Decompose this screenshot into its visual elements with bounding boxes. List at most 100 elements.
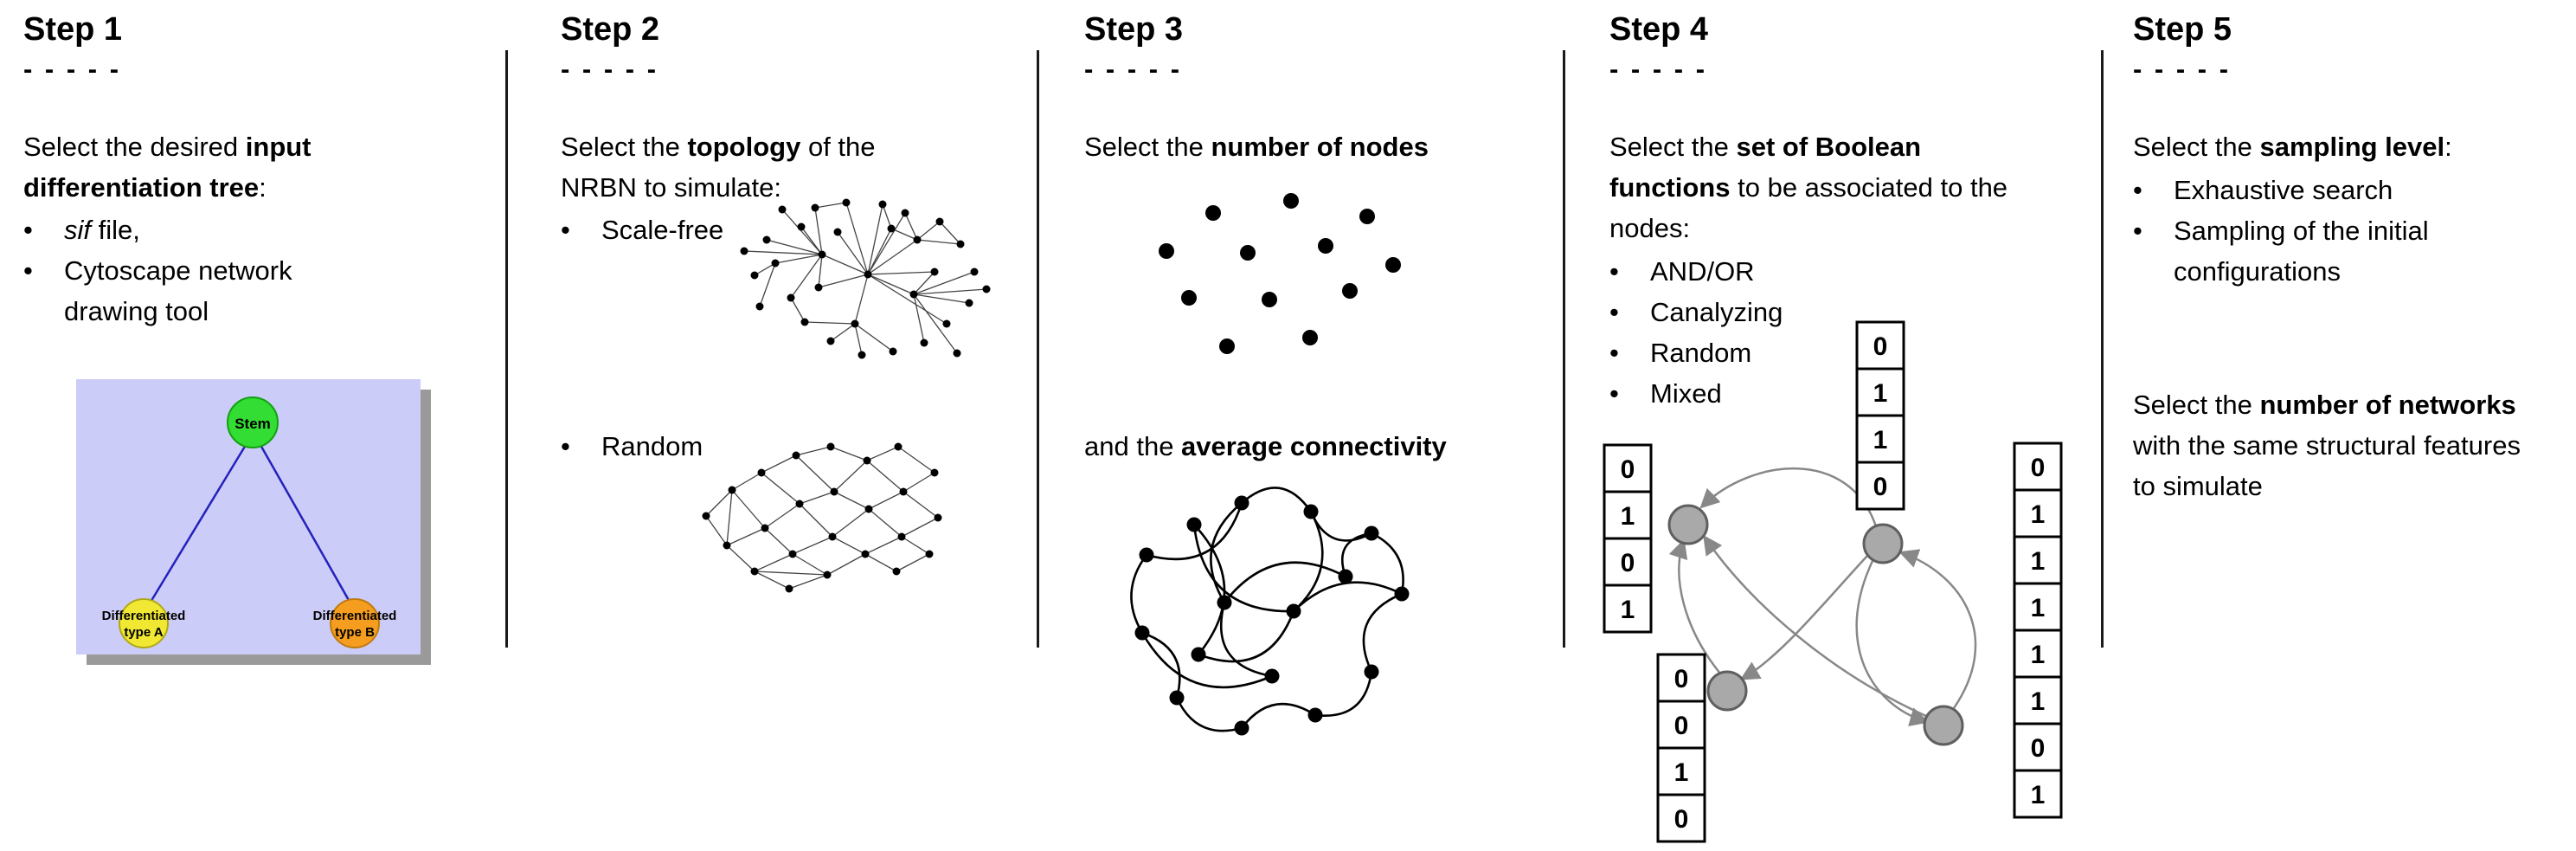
- bullet-item-exhaustive-search: • Exhaustive search: [2133, 170, 2540, 210]
- bullet-item-canalyzing: • Canalyzing: [1609, 292, 2033, 332]
- scatter-dot: [1219, 338, 1235, 354]
- bullet-text: Random: [1650, 338, 1752, 368]
- network-edge: [759, 262, 776, 307]
- tangle-node: [1303, 504, 1319, 519]
- tangle-node: [1364, 525, 1379, 541]
- network-edge: [896, 553, 930, 572]
- truth-table-cell-box: [2013, 488, 2063, 538]
- step-4-title: Step 4: [1609, 11, 1709, 48]
- text-segment: file,: [91, 215, 140, 245]
- truth-table-cell-value: 1: [1674, 758, 1689, 787]
- bullet-text: Scale-free: [601, 215, 724, 245]
- network-node: [965, 299, 973, 307]
- arrow-b-to-a: [1699, 467, 1878, 527]
- network-node: [761, 524, 769, 532]
- scale-free-network: [740, 198, 991, 359]
- network-edge: [845, 202, 869, 275]
- bullet-text: Sampling of the initial configurations: [2174, 216, 2429, 287]
- network-edge: [764, 503, 800, 529]
- truth-table-cell-value: 0: [1674, 712, 1689, 740]
- text-segment-bold: number of networks: [2259, 390, 2516, 420]
- network-node: [982, 285, 991, 293]
- network-node: [728, 486, 736, 494]
- network-edge: [903, 491, 939, 519]
- network-edge: [766, 239, 823, 255]
- scatter-dot: [1205, 205, 1221, 221]
- tangle-edge: [1140, 632, 1273, 689]
- network-edge: [866, 446, 899, 461]
- text-segment: :: [2444, 132, 2452, 162]
- network-edge: [916, 239, 961, 245]
- network-node: [861, 550, 870, 558]
- boolean-network-nodes: [1667, 504, 1964, 746]
- network-node: [792, 451, 800, 460]
- network-edge: [867, 212, 906, 275]
- network-edge: [814, 207, 823, 255]
- column-divider-1: [505, 50, 508, 648]
- arrow-b-to-c: [1739, 555, 1868, 680]
- network-edge: [916, 221, 941, 241]
- bullet-item-sampling-initial-configurations: • Sampling of the initial configurations: [2133, 210, 2540, 292]
- tangle-node: [1394, 586, 1410, 602]
- network-node: [956, 240, 965, 248]
- step-2-title: Step 2: [561, 11, 660, 48]
- network-edge: [867, 271, 935, 275]
- tangle-edge: [1130, 554, 1148, 634]
- tangle-node: [1217, 595, 1232, 610]
- truth-table-cell-box: [1656, 653, 1706, 703]
- step-1-title: Step 1: [23, 11, 123, 48]
- network-node: [788, 550, 797, 558]
- text-segment-bold: average connectivity: [1181, 431, 1447, 461]
- bullet-item-and-or: • AND/OR: [1609, 251, 2033, 292]
- node-scatter-figure: [1159, 193, 1401, 354]
- network-edge: [939, 221, 961, 245]
- tangle-edge: [1223, 561, 1346, 603]
- bullet-item-cytoscape: • Cytoscape network drawing tool: [23, 250, 369, 332]
- network-edge: [731, 472, 762, 491]
- network-edge: [754, 262, 776, 276]
- network-node: [858, 351, 866, 359]
- scatter-dot: [1240, 245, 1256, 261]
- bullet-marker: •: [2133, 216, 2142, 246]
- network-edge: [799, 491, 835, 505]
- step-1-bullet-list: • sif file, • Cytoscape network drawing …: [23, 210, 369, 332]
- network-node: [702, 512, 710, 520]
- truth-table-cell-value: 1: [2031, 594, 2046, 622]
- network-node: [930, 468, 939, 477]
- tangle-edge: [1175, 697, 1243, 732]
- network-edge: [792, 553, 828, 576]
- truth-table-cell-value: 1: [2031, 641, 2046, 669]
- scatter-dot: [1181, 290, 1197, 306]
- step-5-intro: Select the sampling level:: [2133, 126, 2576, 167]
- bullet-item-random: • Random: [561, 426, 820, 467]
- network-edge: [890, 228, 918, 241]
- type-b-node: [330, 598, 380, 648]
- network-node: [942, 319, 951, 328]
- tangle-node: [1364, 664, 1379, 680]
- text-segment-bold: topology: [687, 132, 801, 162]
- network-edge: [830, 446, 868, 461]
- bullet-marker: •: [23, 255, 33, 286]
- network-edge: [832, 536, 866, 555]
- truth-table-cell-value: 1: [1873, 426, 1888, 455]
- text-segment-bold: number of nodes: [1211, 132, 1429, 162]
- truth-table-cell-box: [2013, 769, 2063, 819]
- text-segment: of the NRBN to simulate:: [561, 132, 876, 203]
- text-segment: Select the desired: [23, 132, 246, 162]
- text-segment: to be associated to the nodes:: [1609, 172, 2008, 243]
- bullet-text: Canalyzing: [1650, 297, 1783, 327]
- differentiation-tree-figure: Stem Differentiated type A Differentiate…: [76, 379, 431, 665]
- tangle-edge: [1192, 524, 1294, 613]
- network-node: [723, 541, 731, 550]
- stem-label: Stem: [234, 416, 271, 432]
- network-edge: [830, 323, 856, 342]
- network-edge: [867, 274, 915, 295]
- network-edge: [818, 254, 823, 288]
- stem-node: [227, 396, 279, 448]
- network-node: [864, 505, 873, 513]
- network-edge: [868, 508, 903, 538]
- step-3-line2: and the average connectivity: [1084, 426, 1603, 467]
- step-2-bullet-scale-free: • Scale-free: [561, 210, 820, 250]
- network-node: [833, 228, 842, 236]
